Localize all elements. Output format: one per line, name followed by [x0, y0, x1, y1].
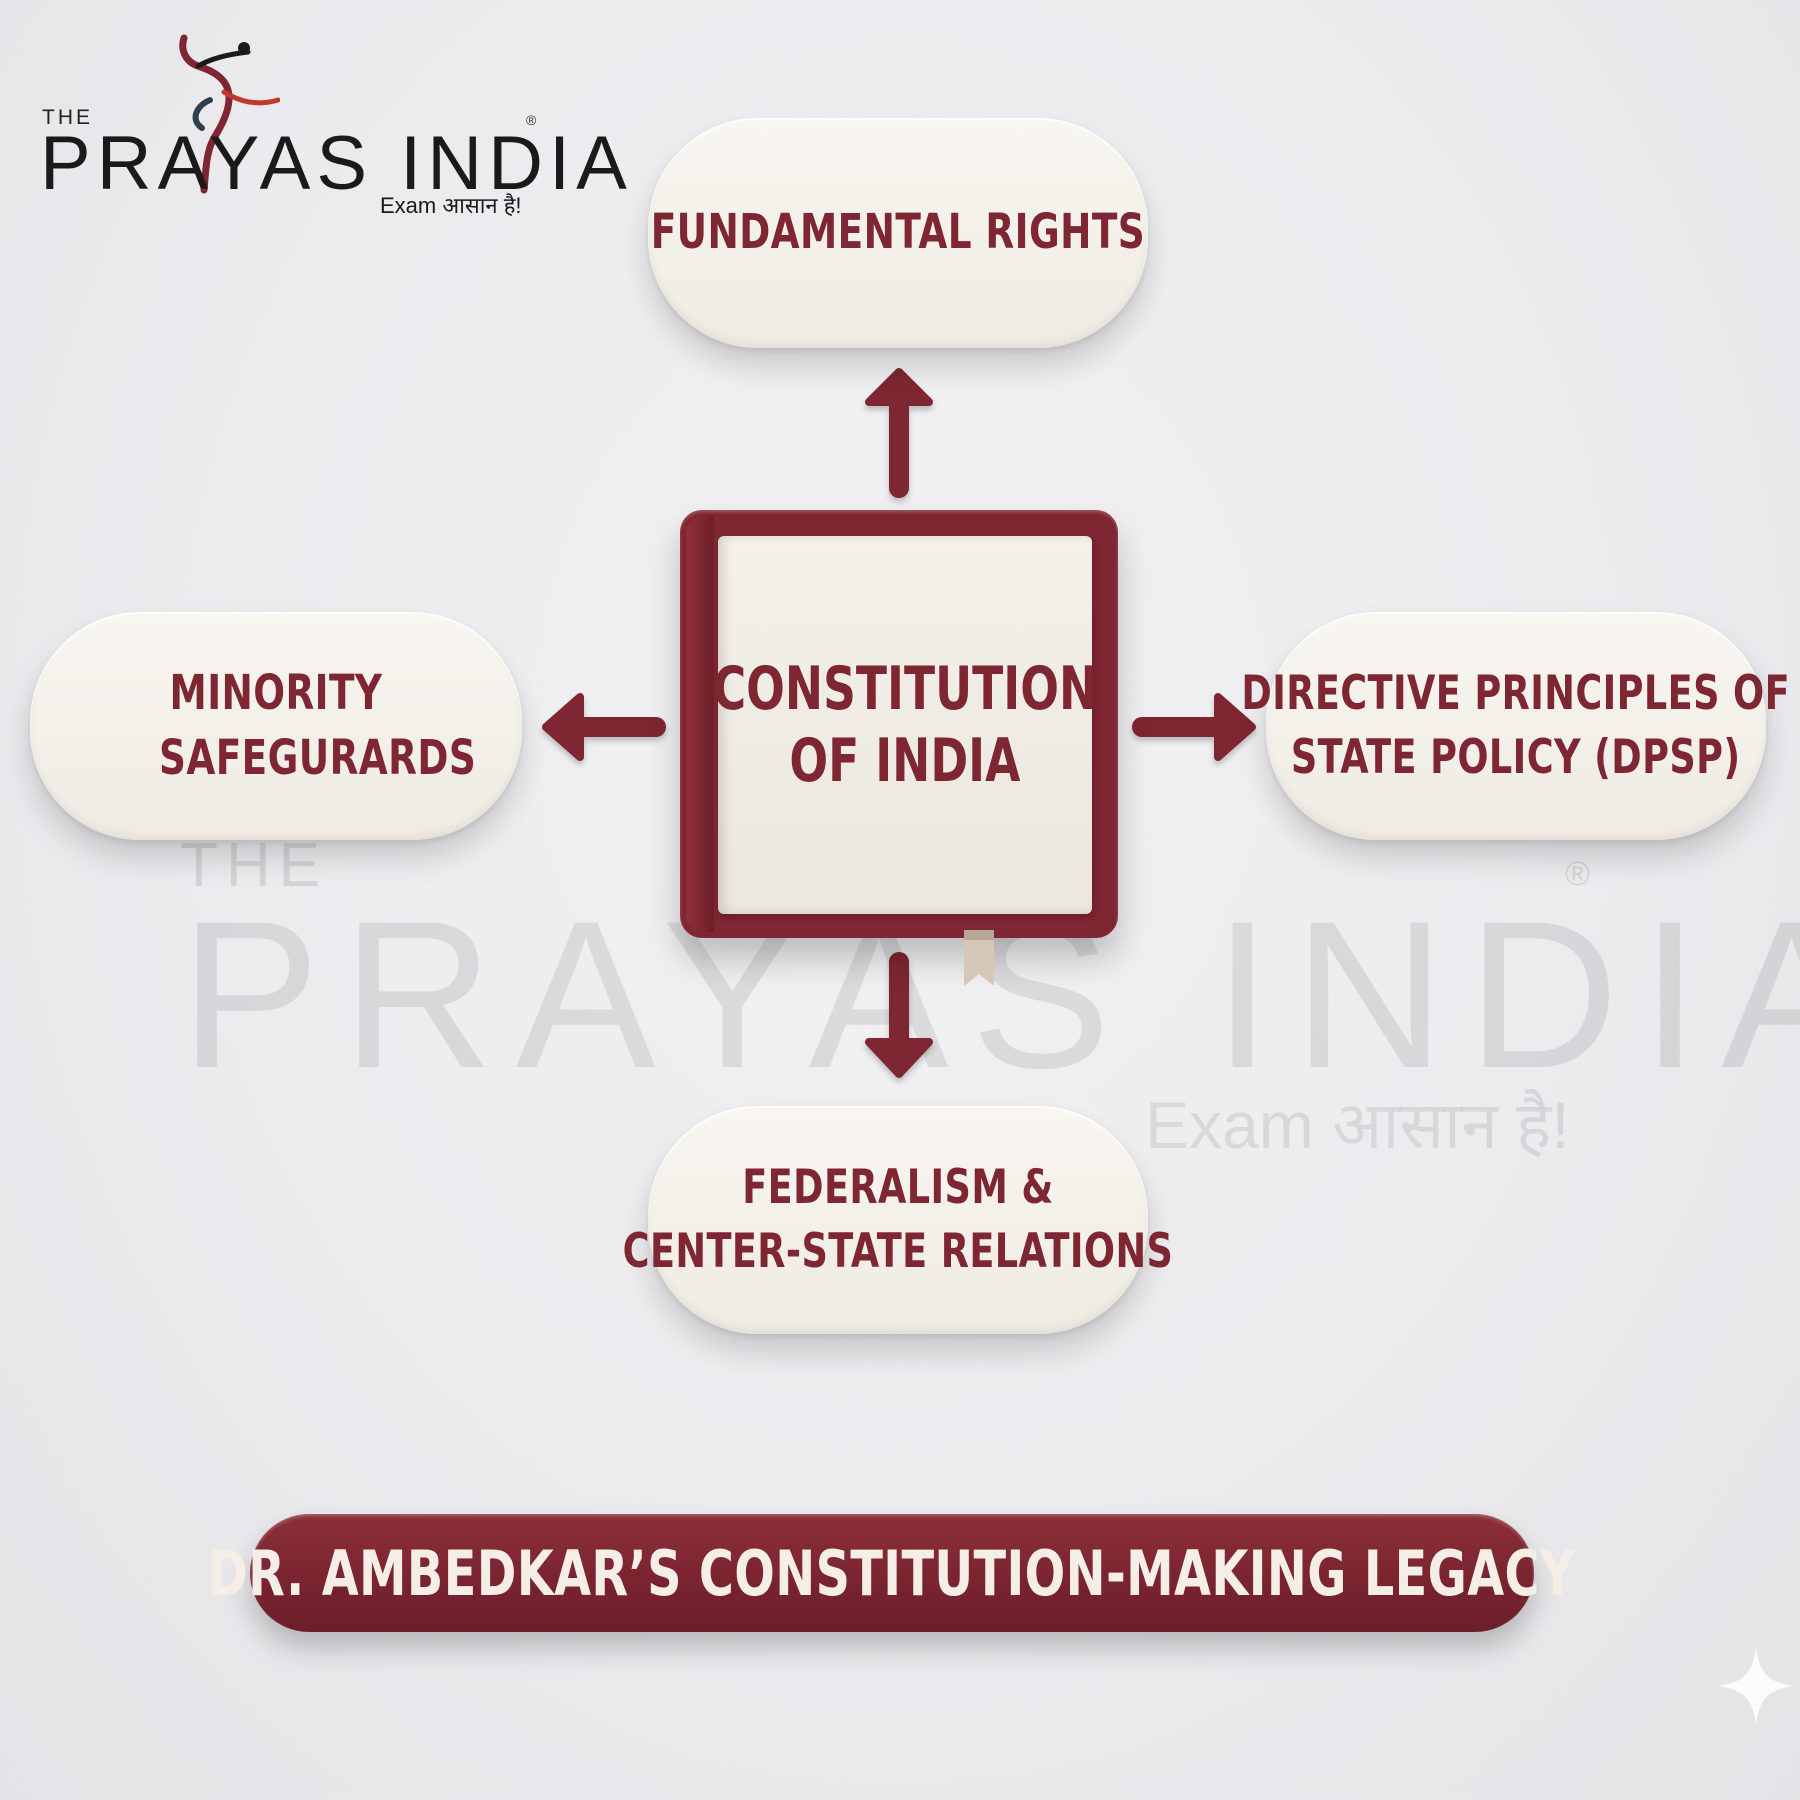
node-federalism-label-line1: FEDERALISM & — [742, 1160, 1054, 1216]
title-banner: DR. AMBEDKAR’S CONSTITUTION-MAKING LEGAC… — [209, 1514, 1575, 1632]
arrow-up — [865, 368, 933, 498]
logo-registered-mark: ® — [526, 112, 537, 128]
arrow-down — [865, 952, 933, 1078]
node-dpsp: DIRECTIVE PRINCIPLES OF STATE POLICY (DP… — [1242, 612, 1790, 840]
book-title-line2: OF INDIA — [789, 726, 1021, 796]
logo-the-text: THE — [42, 106, 93, 129]
node-fundamental-rights-label: FUNDAMENTAL RIGHTS — [650, 204, 1146, 261]
arrow-right — [1132, 693, 1256, 761]
logo-tagline: Exam आसान है! — [380, 193, 522, 218]
node-minority-safeguards-label: MINORITY SAFEGURARDS — [159, 664, 477, 786]
node-federalism-label-line2: CENTER-STATE RELATIONS — [622, 1224, 1174, 1279]
book-page — [718, 536, 1092, 914]
node-minority-safeguards: MINORITY SAFEGURARDS — [30, 612, 522, 840]
book-title-line1: CONSTITUTION — [712, 654, 1098, 724]
node-dpsp-label-line2: STATE POLICY (DPSP) — [1291, 730, 1741, 785]
dancer-logo-icon — [179, 34, 280, 194]
logo-wordmark: PRAYAS INDIA — [40, 121, 633, 206]
banner-title: DR. AMBEDKAR’S CONSTITUTION-MAKING LEGAC… — [208, 1536, 1576, 1610]
constitution-book: CONSTITUTION OF INDIA — [680, 510, 1118, 938]
book-title: CONSTITUTION OF INDIA — [713, 536, 1097, 914]
book-spine — [686, 516, 714, 932]
node-fundamental-rights: FUNDAMENTAL RIGHTS — [648, 118, 1148, 348]
node-federalism: FEDERALISM & CENTER-STATE RELATIONS — [623, 1106, 1173, 1334]
brand-logo: THE PRAYAS INDIA ® Exam आसान है! — [40, 30, 627, 230]
bookmark-ribbon-icon — [964, 930, 994, 986]
node-dpsp-label-line1: DIRECTIVE PRINCIPLES OF — [1241, 666, 1791, 722]
sparkle-icon — [1718, 1648, 1794, 1724]
arrow-left — [542, 693, 666, 761]
